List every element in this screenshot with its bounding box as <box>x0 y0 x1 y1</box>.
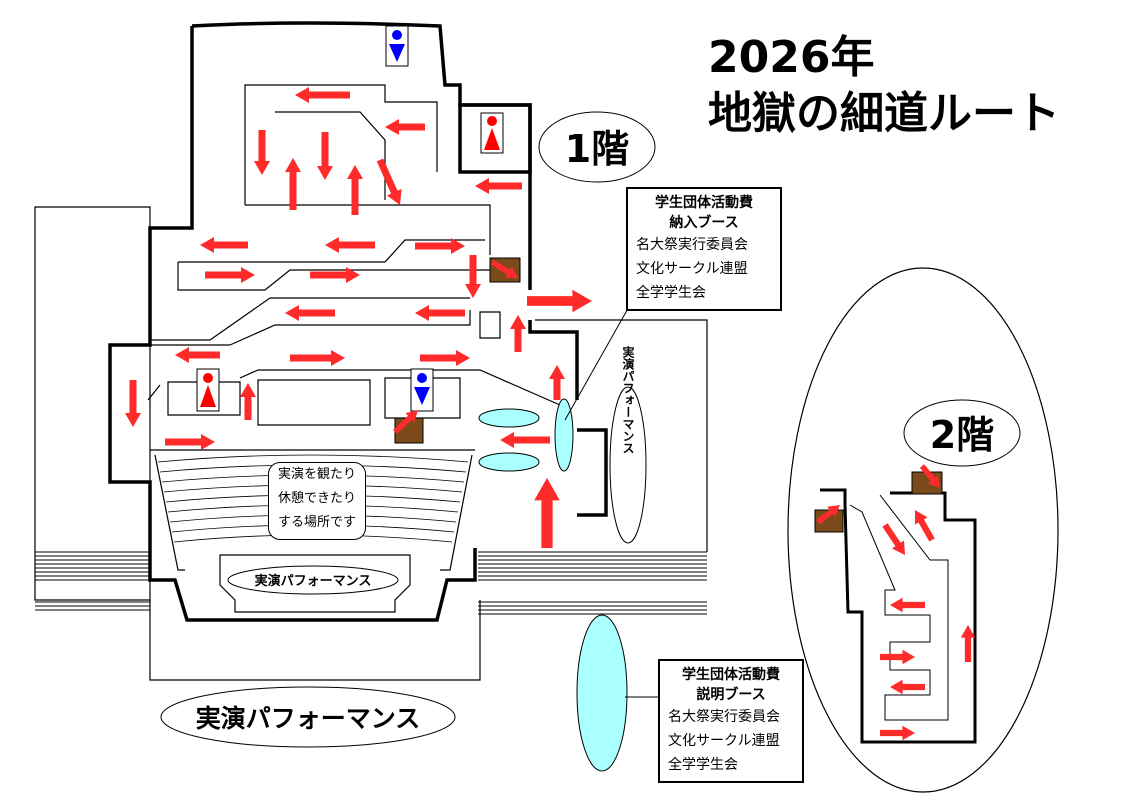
note-line: する場所です <box>277 515 356 530</box>
explanation-booth-info: 学生団体活動費 説明ブース 名大祭実行委員会 文化サークル連盟 全学学生会 <box>658 659 804 783</box>
floor1-label: 1階 <box>565 127 629 171</box>
payment-booth-table <box>478 452 540 472</box>
route-arrow-icon <box>882 523 905 555</box>
route-arrow-icon <box>527 289 592 313</box>
floor2-plan <box>820 488 977 744</box>
booth-org: 名大祭実行委員会 <box>636 237 748 253</box>
booth-heading: 学生団体活動費 <box>655 195 753 211</box>
route-arrow-icon <box>254 130 270 175</box>
floor1-ellipse <box>538 111 656 183</box>
route-arrow-icon <box>205 267 255 283</box>
page-title: 2026年 地獄の細道ルート <box>708 30 1060 142</box>
route-arrow-icon <box>393 410 418 435</box>
route-arrow-icon <box>919 464 940 488</box>
route-arrow-icon <box>240 383 256 420</box>
inner-walls <box>147 84 561 613</box>
route-arrow-icon <box>285 305 335 321</box>
route-arrow-icon <box>295 87 350 103</box>
route-arrow-icon <box>890 597 925 613</box>
route-arrow-icon <box>465 255 481 298</box>
note-line: 実演を観たり <box>277 467 356 482</box>
route-arrow-icon <box>415 305 465 321</box>
route-arrow-icon <box>816 505 840 525</box>
route-arrow-icon <box>347 165 363 215</box>
main-walls <box>108 21 608 622</box>
route-arrow-icon <box>376 158 402 205</box>
route-arrow-icon <box>510 315 526 352</box>
stage-performance-label: 実演パフォーマンス <box>255 573 372 589</box>
route-arrow-icon <box>385 119 425 135</box>
route-arrow-icon <box>290 350 345 366</box>
stage-performance-ellipse <box>227 565 399 595</box>
building-outline <box>34 206 708 681</box>
seating-area-note: 実演を観たり 休憩できたり する場所です <box>268 462 366 540</box>
booth-heading: 説明ブース <box>696 687 766 703</box>
note-line: 休憩できたり <box>277 491 356 506</box>
booth-heading: 学生団体活動費 <box>682 667 780 683</box>
floor2-label: 2階 <box>930 413 994 457</box>
floor2-boundary <box>787 267 1059 793</box>
booth-org: 名大祭実行委員会 <box>668 709 780 725</box>
booth-org: 文化サークル連盟 <box>636 261 748 277</box>
route-arrows <box>125 87 976 741</box>
route-arrow-icon <box>175 347 220 363</box>
floor2-ellipse <box>903 399 1021 467</box>
booth-org: 全学学生会 <box>636 285 706 301</box>
restroom-male-icon <box>410 368 434 412</box>
route-arrow-icon <box>475 178 522 194</box>
route-arrow-icon <box>125 380 141 427</box>
route-arrow-icon <box>880 649 915 665</box>
route-arrow-icon <box>165 434 215 450</box>
title-route-name: 地獄の細道ルート <box>708 88 1060 139</box>
outdoor-performance-label: 実演パフォーマンス <box>196 704 421 733</box>
restroom-female-icon <box>480 112 504 154</box>
outdoor-performance-ellipse <box>160 686 456 748</box>
route-arrow-icon <box>415 238 465 254</box>
route-arrow-icon <box>317 132 333 180</box>
route-arrow-icon <box>420 350 470 366</box>
route-arrow-icon <box>200 237 248 253</box>
payment-booth-info: 学生団体活動費 納入ブース 名大祭実行委員会 文化サークル連盟 全学学生会 <box>626 187 782 311</box>
route-arrow-icon <box>325 237 375 253</box>
route-arrow-icon <box>500 432 550 448</box>
title-year: 2026年 <box>708 32 875 83</box>
side-performance-ellipse <box>609 386 647 544</box>
route-arrow-icon <box>880 725 915 741</box>
booth-heading: 納入ブース <box>669 215 739 231</box>
booth-org: 全学学生会 <box>668 757 738 773</box>
route-arrow-icon <box>549 365 565 400</box>
restroom-female-icon <box>196 368 220 412</box>
route-arrow-icon <box>914 510 935 542</box>
outer-steps <box>35 551 707 615</box>
booth-ellipses <box>478 398 628 772</box>
route-arrow-icon <box>285 158 301 210</box>
route-arrow-icon <box>490 259 518 278</box>
route-arrow-icon <box>960 625 976 662</box>
route-arrow-icon <box>890 679 925 695</box>
restroom-male-icon <box>385 25 409 67</box>
route-arrow-icon <box>534 478 560 548</box>
payment-booth-table <box>554 398 574 472</box>
side-performance-label: 実演パフォーマンス <box>621 345 635 454</box>
payment-booth-table <box>478 408 540 428</box>
route-arrow-icon <box>310 267 360 283</box>
explanation-booth-area <box>576 614 628 772</box>
booth-org: 文化サークル連盟 <box>668 733 780 749</box>
callout-lines <box>564 304 660 698</box>
